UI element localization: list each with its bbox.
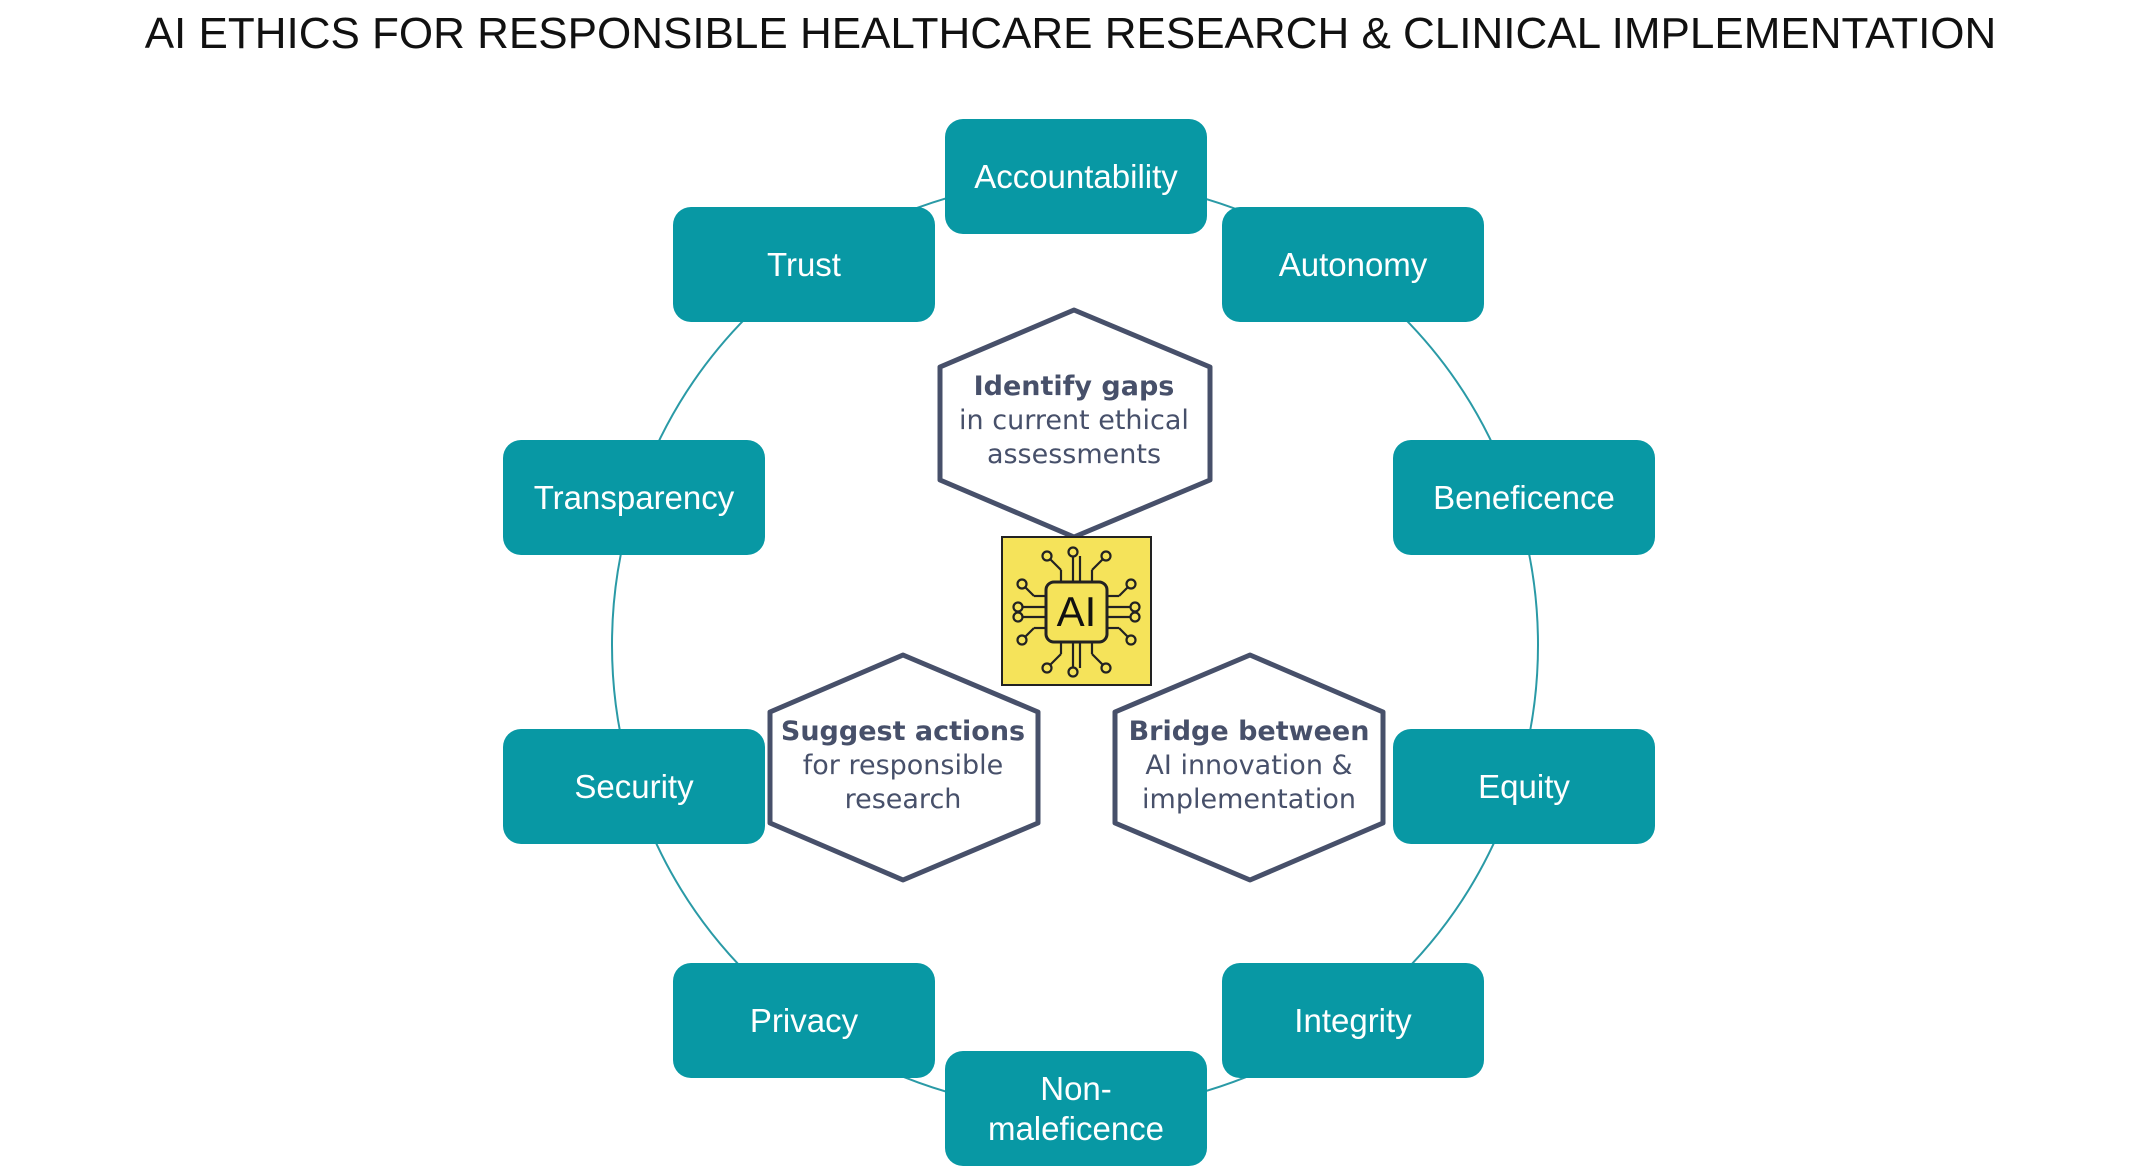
goal-bridge-between: Bridge between AI innovation & implement…: [1119, 715, 1379, 817]
principle-label: Equity: [1478, 767, 1570, 805]
principle-label: Privacy: [749, 1001, 859, 1039]
ai-chip-label: AI: [1057, 588, 1097, 635]
principle-autonomy: Autonomy: [1222, 207, 1484, 322]
goal-heading: Identify gaps: [973, 371, 1175, 402]
principle-trust: Trust: [673, 207, 935, 322]
goal-suggest-actions: Suggest actions for responsible research: [773, 715, 1033, 817]
principle-integrity: Integrity: [1222, 963, 1484, 1078]
principle-accountability: Accountability: [945, 119, 1207, 234]
principle-transparency: Transparency: [503, 440, 765, 555]
goal-identify-gaps: Identify gaps in current ethical assessm…: [944, 370, 1204, 472]
principle-label: Accountability: [974, 157, 1178, 195]
principle-label: Autonomy: [1278, 245, 1428, 283]
principle-label: Transparency: [533, 478, 735, 516]
goal-description: for responsible research: [802, 750, 1004, 815]
goal-description: in current ethical assessments: [959, 405, 1189, 470]
principle-label: Trust: [767, 245, 841, 283]
principle-equity: Equity: [1393, 729, 1655, 844]
goal-hexagon-suggest-actions: [767, 652, 1041, 883]
goal-description: AI innovation & implementation: [1142, 750, 1356, 815]
page-title: AI ETHICS FOR RESPONSIBLE HEALTHCARE RES…: [144, 9, 1997, 58]
principle-security: Security: [503, 729, 765, 844]
goal-heading: Bridge between: [1128, 716, 1370, 747]
goal-hexagon-bridge-between: [1112, 652, 1386, 883]
principle-privacy: Privacy: [673, 963, 935, 1078]
principle-beneficence: Beneficence: [1393, 440, 1655, 555]
principle-label: Beneficence: [1433, 478, 1615, 516]
principle-label: Integrity: [1294, 1001, 1412, 1039]
goal-heading: Suggest actions: [780, 716, 1026, 747]
principle-label: Security: [574, 767, 694, 805]
ai-chip-icon: AI: [1001, 536, 1152, 686]
principle-non-maleficence: Non- maleficence: [945, 1051, 1207, 1166]
principle-label: Non- maleficence: [987, 1069, 1165, 1147]
